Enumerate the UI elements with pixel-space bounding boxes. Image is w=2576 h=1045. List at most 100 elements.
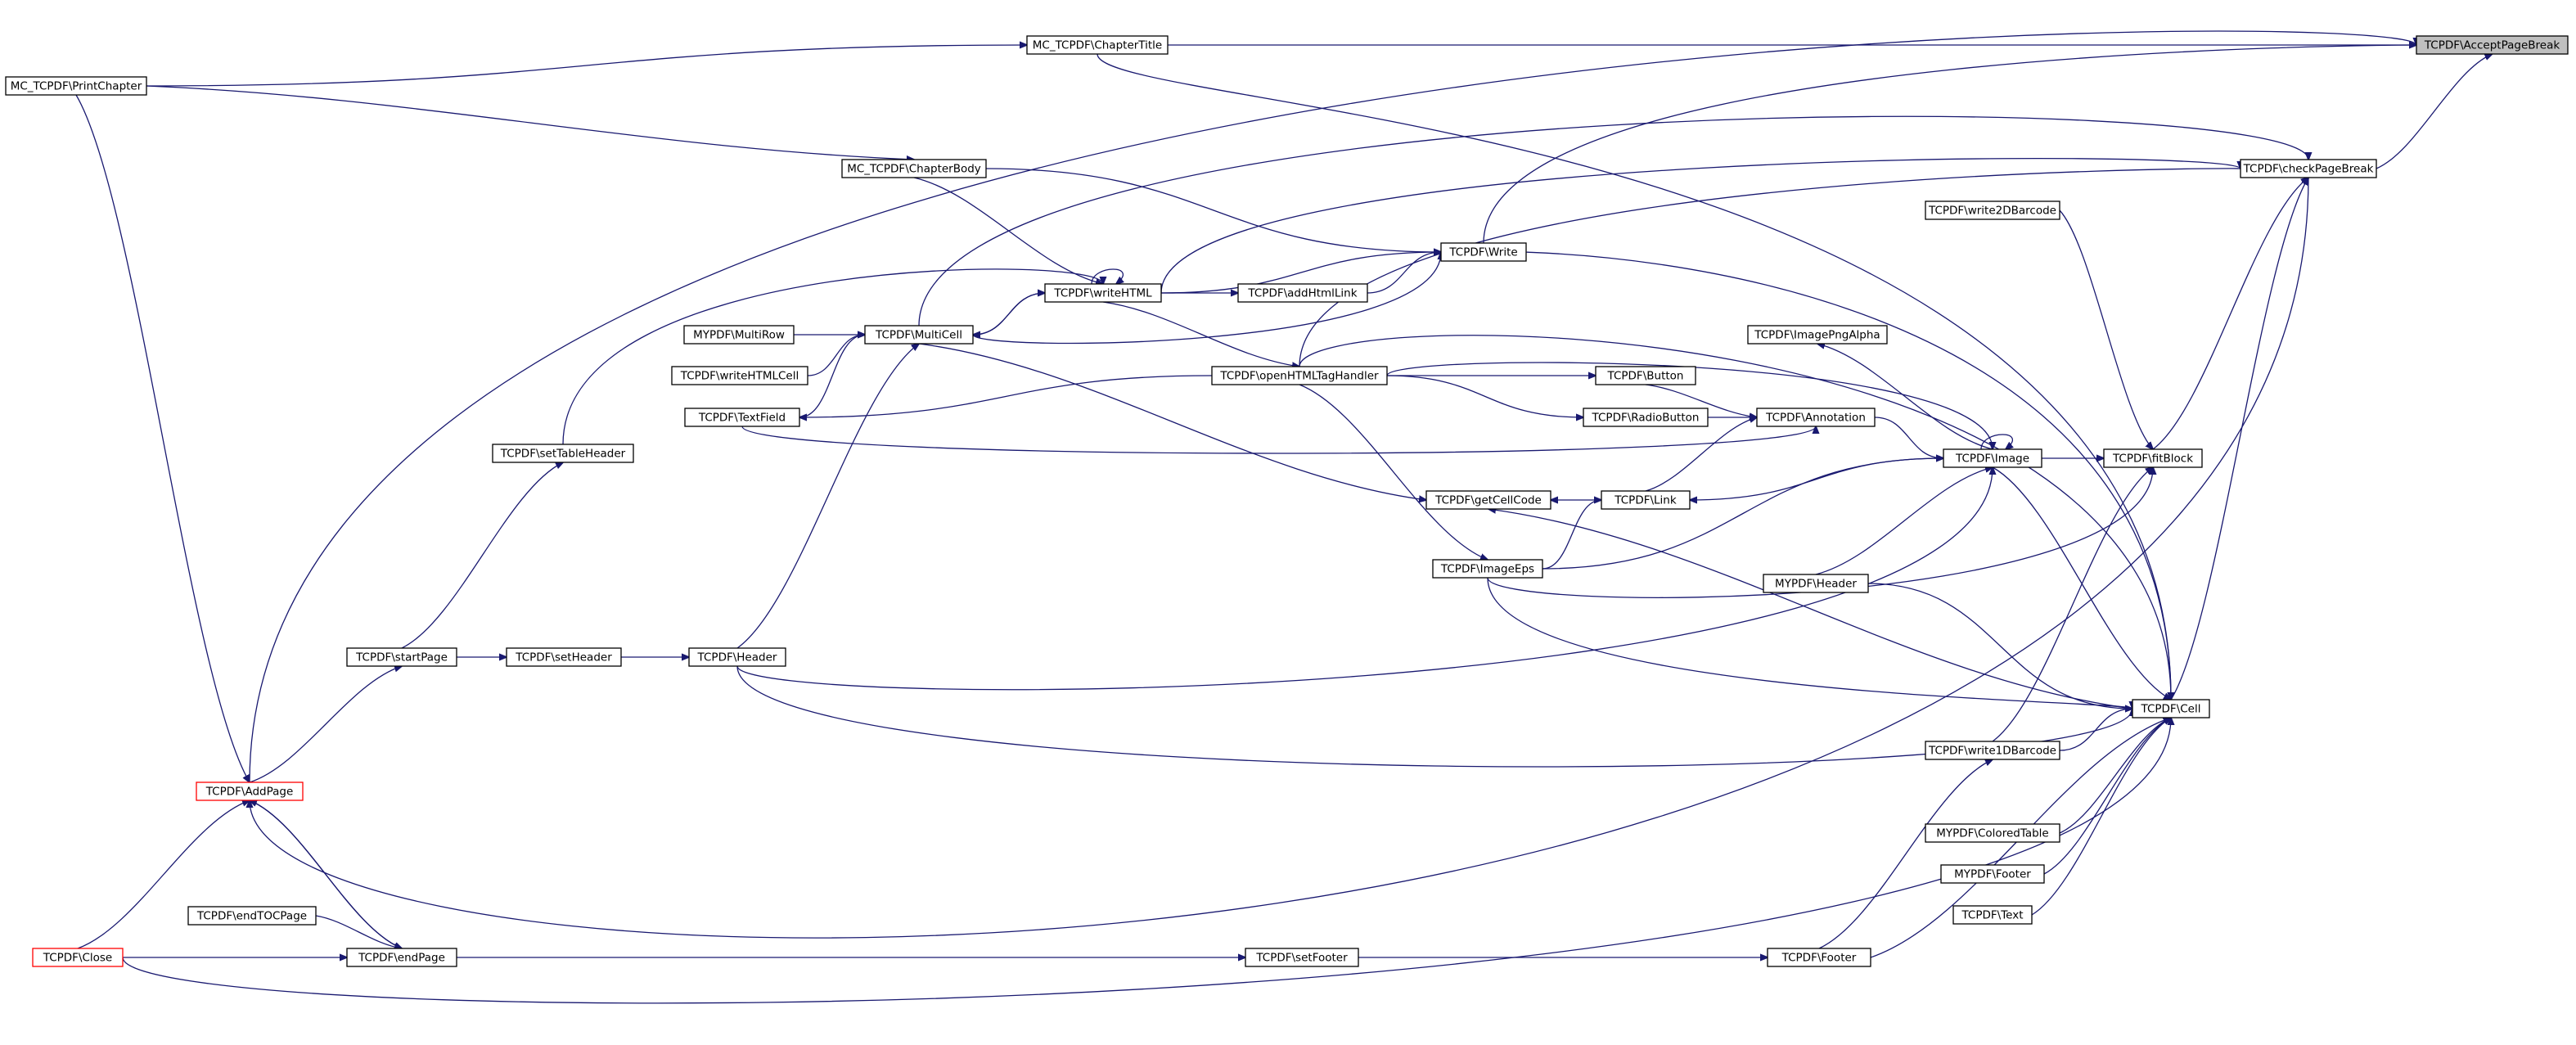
node-write-1d-barcode[interactable]: TCPDF\write1DBarcode xyxy=(1925,741,2060,760)
node-box xyxy=(196,781,304,801)
node-multicell[interactable]: TCPDF\MultiCell xyxy=(864,325,974,345)
node-label: MC_TCPDF\ChapterBody xyxy=(847,163,981,176)
node-button[interactable]: TCPDF\Button xyxy=(1595,366,1696,385)
edge-write-2d-barcode-to-fit-block xyxy=(2059,209,2153,449)
node-chapter-body[interactable]: MC_TCPDF\ChapterBody xyxy=(841,159,987,178)
edge-mypdf-header-to-cell xyxy=(1867,583,2132,709)
node-mypdf-footer[interactable]: MYPDF\Footer xyxy=(1940,864,2045,884)
node-start-page[interactable]: TCPDF\startPage xyxy=(346,647,457,667)
node-radio-button[interactable]: TCPDF\RadioButton xyxy=(1583,408,1709,427)
node-label: TCPDF\ImagePngAlpha xyxy=(1754,329,1880,342)
edge-write-html-self-loop xyxy=(1091,268,1123,284)
node-open-html-tag-handler[interactable]: TCPDF\openHTMLTagHandler xyxy=(1211,366,1388,385)
node-close[interactable]: TCPDF\Close xyxy=(32,948,124,967)
node-box xyxy=(492,444,634,463)
node-box xyxy=(1432,559,1543,579)
node-box xyxy=(187,906,317,926)
node-image-eps[interactable]: TCPDF\ImageEps xyxy=(1432,559,1543,579)
node-box xyxy=(2132,699,2210,718)
node-label: MYPDF\Header xyxy=(1775,578,1857,591)
node-link[interactable]: TCPDF\Link xyxy=(1601,490,1691,510)
node-box xyxy=(1237,283,1368,303)
node-box xyxy=(1026,35,1169,55)
edge-write-to-accept-page-break xyxy=(1483,45,2416,244)
edge-end-toc-page-to-end-page xyxy=(315,915,402,948)
node-box xyxy=(1583,408,1709,427)
node-print-chapter[interactable]: MC_TCPDF\PrintChapter xyxy=(5,76,147,96)
node-set-header[interactable]: TCPDF\setHeader xyxy=(506,647,622,667)
node-box xyxy=(1925,823,2060,843)
node-box xyxy=(1763,574,1869,593)
node-cell[interactable]: TCPDF\Cell xyxy=(2132,699,2210,718)
edge-add-page-to-start-page xyxy=(249,666,402,783)
node-text[interactable]: TCPDF\Text xyxy=(1952,905,2033,925)
edge-annotation-to-image xyxy=(1874,417,1943,458)
node-textfield[interactable]: TCPDF\TextField xyxy=(684,408,800,427)
node-box xyxy=(1756,408,1876,427)
edge-chapter-title-to-cell xyxy=(1097,53,2171,700)
node-write-2d-barcode[interactable]: TCPDF\write2DBarcode xyxy=(1925,200,2060,220)
node-label: TCPDF\endPage xyxy=(358,952,445,965)
node-box xyxy=(1952,905,2033,925)
node-label: TCPDF\setTableHeader xyxy=(500,448,626,461)
node-header[interactable]: TCPDF\Header xyxy=(688,647,786,667)
node-box xyxy=(1925,200,2060,220)
node-label: TCPDF\setHeader xyxy=(515,651,612,664)
node-label: TCPDF\endTOCPage xyxy=(196,910,307,923)
edge-close-to-add-page xyxy=(77,800,250,949)
node-end-toc-page[interactable]: TCPDF\endTOCPage xyxy=(187,906,317,926)
edge-button-to-annotation xyxy=(1645,384,1757,417)
nodes-layer: TCPDF\AcceptPageBreakMC_TCPDF\PrintChapt… xyxy=(5,35,2569,967)
edge-close-to-cell xyxy=(122,718,2171,1004)
edge-write-html-to-check-page-break xyxy=(1160,157,2240,294)
node-set-table-header[interactable]: TCPDF\setTableHeader xyxy=(492,444,634,463)
node-box xyxy=(1595,366,1696,385)
edge-start-page-to-set-table-header xyxy=(401,462,563,649)
node-write[interactable]: TCPDF\Write xyxy=(1440,242,1527,262)
edge-mypdf-footer-to-cell xyxy=(2043,718,2171,875)
edge-add-page-to-accept-page-break xyxy=(249,30,2416,783)
node-add-page[interactable]: TCPDF\AddPage xyxy=(196,781,304,801)
node-accept-page-break[interactable]: TCPDF\AcceptPageBreak xyxy=(2416,35,2569,55)
node-label: TCPDF\AcceptPageBreak xyxy=(2424,39,2560,52)
node-footer[interactable]: TCPDF\Footer xyxy=(1767,948,1871,967)
node-box xyxy=(1044,283,1162,303)
node-image[interactable]: TCPDF\Image xyxy=(1943,448,2042,468)
edge-image-to-image-png-alpha xyxy=(1817,344,1993,450)
edge-chapter-body-to-write xyxy=(985,168,1441,252)
node-label: TCPDF\openHTMLTagHandler xyxy=(1219,370,1379,383)
node-write-html[interactable]: TCPDF\writeHTML xyxy=(1044,283,1162,303)
node-annotation[interactable]: TCPDF\Annotation xyxy=(1756,408,1876,427)
node-image-png-alpha[interactable]: TCPDF\ImagePngAlpha xyxy=(1747,325,1888,345)
node-set-footer[interactable]: TCPDF\setFooter xyxy=(1245,948,1359,967)
node-chapter-title[interactable]: MC_TCPDF\ChapterTitle xyxy=(1026,35,1169,55)
node-box xyxy=(1245,948,1359,967)
node-end-page[interactable]: TCPDF\endPage xyxy=(346,948,457,967)
node-label: TCPDF\RadioButton xyxy=(1592,412,1700,425)
node-add-html-link[interactable]: TCPDF\addHtmlLink xyxy=(1237,283,1368,303)
node-label: TCPDF\Annotation xyxy=(1765,412,1866,425)
node-label: TCPDF\writeHTML xyxy=(1053,287,1152,300)
node-mypdf-header[interactable]: MYPDF\Header xyxy=(1763,574,1869,593)
node-label: MC_TCPDF\PrintChapter xyxy=(11,80,142,93)
node-box xyxy=(2416,35,2569,55)
node-box xyxy=(1747,325,1888,345)
edge-print-chapter-to-add-page xyxy=(75,94,250,782)
node-label: TCPDF\fitBlock xyxy=(2112,453,2193,466)
node-get-cell-code[interactable]: TCPDF\getCellCode xyxy=(1425,490,1551,510)
edge-write-html-cell-to-multicell xyxy=(807,335,865,376)
edge-header-to-cell xyxy=(736,665,2132,768)
node-label: TCPDF\ImageEps xyxy=(1440,563,1534,576)
node-mypdf-colored-table[interactable]: MYPDF\ColoredTable xyxy=(1925,823,2060,843)
node-label: TCPDF\Cell xyxy=(2141,703,2201,716)
edge-check-page-break-to-accept-page-break xyxy=(2376,54,2493,169)
edges-layer xyxy=(75,30,2493,1004)
edge-image-self-loop xyxy=(1980,434,2012,449)
node-check-page-break[interactable]: TCPDF\checkPageBreak xyxy=(2240,159,2377,178)
node-write-html-cell[interactable]: TCPDF\writeHTMLCell xyxy=(671,366,808,385)
node-fit-block[interactable]: TCPDF\fitBlock xyxy=(2103,448,2203,468)
node-mypdf-multirow[interactable]: MYPDF\MultiRow xyxy=(683,325,795,345)
node-label: TCPDF\startPage xyxy=(355,651,448,664)
node-box xyxy=(1601,490,1691,510)
node-label: MYPDF\Footer xyxy=(1954,868,2031,881)
